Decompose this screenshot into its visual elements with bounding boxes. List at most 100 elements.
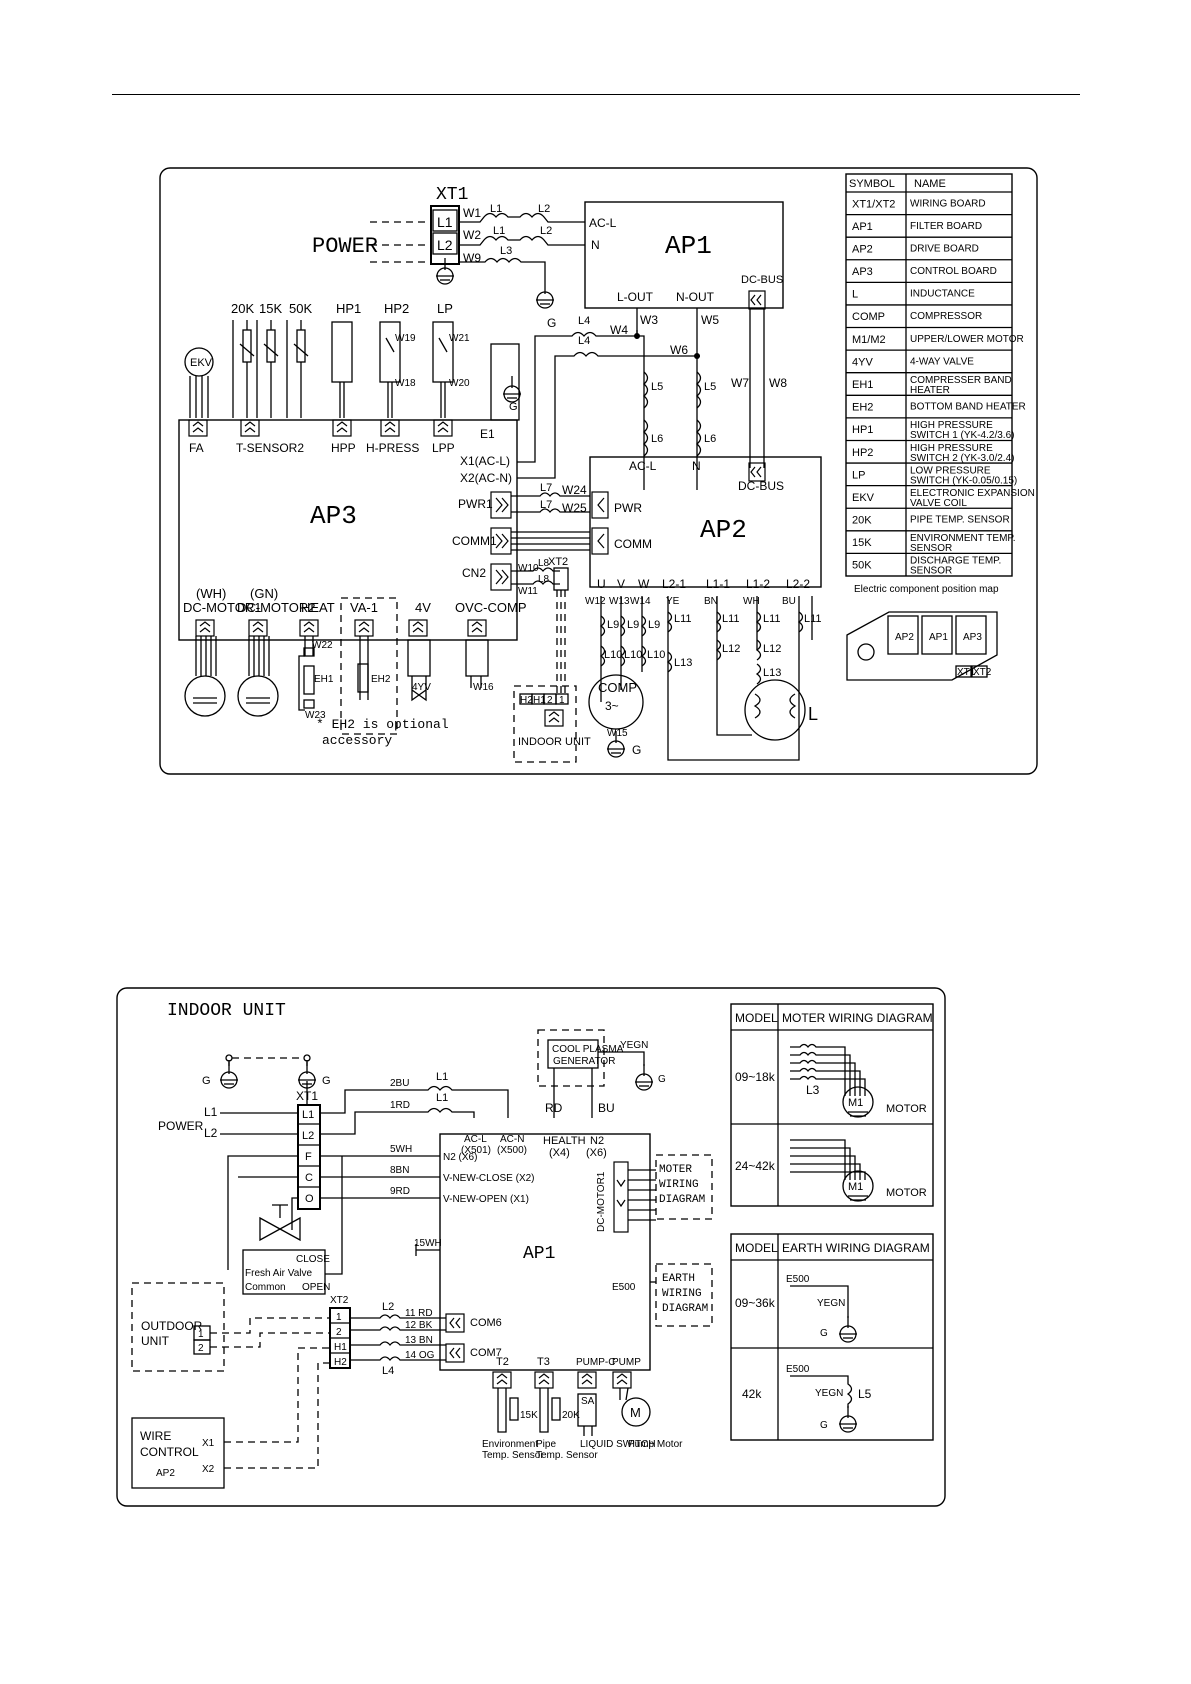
- ap1-ac-l: AC-L: [589, 216, 617, 230]
- wire-w4: W4: [610, 323, 628, 337]
- ap3-t-sensor2: T-SENSOR2: [236, 441, 304, 455]
- fav-open: OPEN: [302, 1282, 330, 1293]
- fresh-air-valve-symbol: [259, 1216, 301, 1242]
- plasma-bu: BU: [598, 1101, 615, 1115]
- table-symbol-cell: HP1: [852, 424, 873, 436]
- earth-box-line3: DIAGRAM: [662, 1303, 708, 1315]
- ind-l4-a: L4: [578, 315, 590, 327]
- ap2-dc-bus: DC-BUS: [738, 479, 784, 493]
- mt-row-24-42k: 24~42k: [735, 1159, 776, 1173]
- ap1-name: AP1: [665, 231, 712, 261]
- mt-motor-b: MOTOR: [886, 1187, 927, 1199]
- table-name-cell: ENVIRONMENT TEMP.: [910, 533, 1016, 544]
- dc-motor1-connector: [613, 1161, 629, 1233]
- ap1-filter-board: [584, 201, 784, 309]
- wire-15wh: 15WH: [414, 1238, 442, 1249]
- ap3-e1: E1: [480, 427, 495, 441]
- table-name-cell: ELECTRONIC EXPANSION: [910, 488, 1035, 499]
- ind-l10-a: L10: [604, 649, 622, 661]
- ap1-health: HEALTH: [543, 1135, 586, 1147]
- wire-8bn: 8BN: [390, 1165, 409, 1176]
- comp-name: COMP: [598, 680, 637, 695]
- ind-l11-d: L11: [804, 613, 822, 625]
- ind-l11-c: L11: [763, 613, 781, 625]
- ap3-cn2: CN2: [462, 566, 486, 580]
- plasma-yegn: YEGN: [620, 1040, 648, 1051]
- et-g-b: G: [820, 1420, 828, 1431]
- ovc-comp-box: [465, 639, 489, 677]
- wire-w14: W14: [630, 596, 651, 607]
- 4yv-label: 4YV: [412, 682, 431, 693]
- ap3-pwr1: PWR1: [458, 497, 493, 511]
- table-name-cell: DISCHARGE TEMP.: [910, 556, 1001, 567]
- motor1-color-wh: (WH): [196, 586, 226, 601]
- iu-term-h2: H2: [520, 695, 533, 706]
- xt1-terminal-l2: L2: [437, 237, 453, 253]
- table-name-cell-line2: SWITCH (YK-0.05/0.15): [910, 475, 1017, 486]
- ap1-acn: AC-N: [500, 1134, 524, 1145]
- ap1-com7: COM7: [470, 1347, 502, 1359]
- wire-13bn: 13 BN: [405, 1335, 433, 1346]
- env-sensor-15k: 15K: [520, 1410, 538, 1421]
- ap2-l1-2: L1-2: [746, 577, 770, 591]
- wire-w5: W5: [701, 313, 719, 327]
- xt2-term-1: 1: [336, 1312, 342, 1323]
- table-name-cell: HIGH PRESSURE: [910, 443, 993, 454]
- pm-ap3: AP3: [963, 632, 982, 643]
- ind-l8-b: L8: [538, 574, 550, 585]
- pm-ap2: AP2: [895, 632, 914, 643]
- table-header-name: NAME: [914, 178, 946, 190]
- moter-wiring-table: MODEL MOTER WIRING DIAGRAM 09~18k 24~42k…: [730, 1003, 934, 1207]
- ekv-label: EKV: [190, 357, 213, 369]
- indoor-diagram-frame: [116, 987, 946, 1507]
- ap2-l2-1: L2-1: [662, 577, 686, 591]
- label-pipe: Pipe: [536, 1439, 556, 1450]
- 4yv-valve: [407, 639, 431, 677]
- ap1-n2: N2: [590, 1135, 604, 1147]
- ind-l11-b: L11: [722, 613, 740, 625]
- wire-w8: W8: [769, 376, 787, 390]
- ap1-n2-in: N2 (X6): [443, 1152, 477, 1163]
- indoor-title: INDOOR UNIT: [167, 1001, 286, 1021]
- outdoor-unit-line1: OUTDOOR: [141, 1319, 203, 1333]
- ap2-l2-2: L2-2: [786, 577, 810, 591]
- outdoor-diagram-frame: [159, 167, 1038, 775]
- indoor-line-l1: L1: [204, 1105, 218, 1119]
- ap2-comm: COMM: [614, 537, 652, 551]
- ind-l5-b: L5: [704, 381, 716, 393]
- table-header-symbol: SYMBOL: [849, 178, 895, 190]
- ind-l3: L3: [500, 245, 512, 257]
- table-name-cell: COMPRESSER BAND: [910, 375, 1012, 386]
- note-accessory: accessory: [322, 733, 392, 748]
- 4v-label: 4V: [415, 600, 431, 615]
- indoor-g-3: G: [658, 1074, 666, 1085]
- ap1-l-out: L-OUT: [617, 290, 654, 304]
- sensor-15k: 15K: [259, 301, 282, 316]
- et-yegn-b: YEGN: [815, 1388, 843, 1399]
- ap3-x1: X1(AC-L): [460, 454, 510, 468]
- wire-2bu: 2BU: [390, 1078, 409, 1089]
- liquid-switch-sa: SA: [581, 1396, 595, 1407]
- ind-l7-a: L7: [540, 482, 552, 494]
- table-symbol-cell: EKV: [852, 492, 875, 504]
- ap1-n2-x: (X6): [586, 1147, 607, 1159]
- et-e500-b: E500: [786, 1364, 810, 1375]
- comp-phase: 3~: [605, 699, 619, 713]
- table-symbol-cell: AP1: [852, 221, 873, 233]
- xt1-term-l2: L2: [302, 1130, 314, 1142]
- pm-xt1: XT1: [957, 667, 976, 678]
- va1-label: VA-1: [350, 600, 378, 615]
- plasma-rd: RD: [545, 1101, 563, 1115]
- wc-x2: X2: [202, 1464, 215, 1475]
- table-name-cell: INDUCTANCE: [910, 289, 975, 300]
- ap1-acl-x: (X501): [461, 1145, 491, 1156]
- table-name-cell-line2: HEATER: [910, 385, 950, 396]
- ind-l8-a: L8: [538, 558, 550, 569]
- ap1-dc-bus: DC-BUS: [741, 274, 783, 286]
- xt2-term-2: 2: [336, 1327, 342, 1338]
- ind-l12-b: L12: [763, 643, 781, 655]
- table-symbol-cell: EH1: [852, 379, 873, 391]
- outdoor-ground-g2: G: [509, 401, 518, 413]
- sensor-hp2: HP2: [384, 301, 409, 316]
